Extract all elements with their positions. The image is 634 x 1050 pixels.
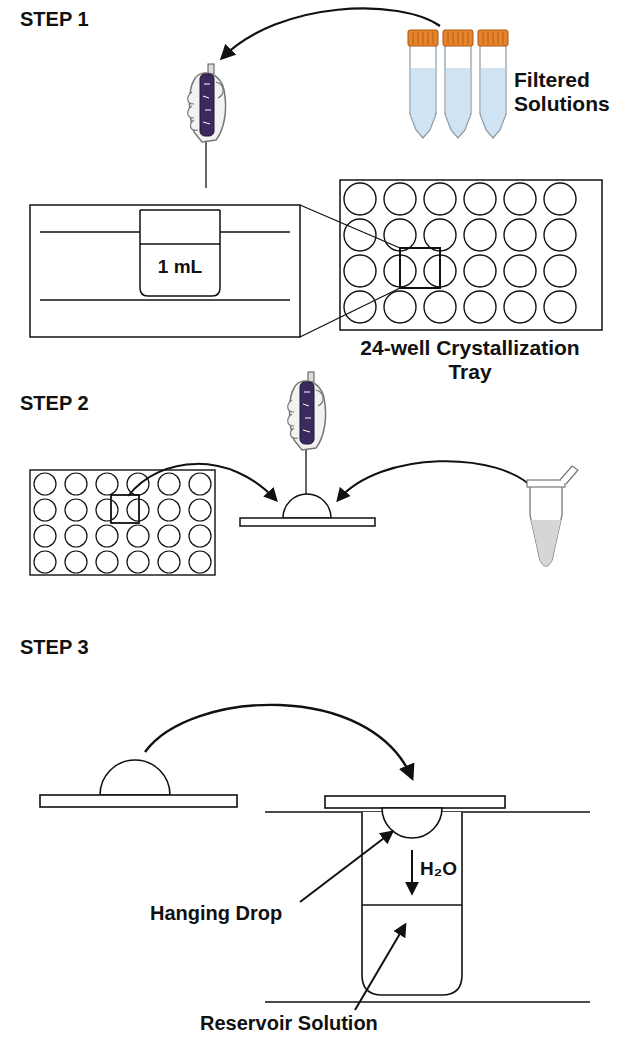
part-label: Hanging Drop	[150, 902, 330, 925]
transfer-arrow	[338, 461, 535, 500]
tray-well	[65, 551, 87, 573]
tray-well	[504, 219, 536, 251]
reservoir-level	[362, 904, 462, 905]
leader-arrow	[355, 925, 405, 1010]
tray-well	[424, 291, 456, 323]
tube	[408, 30, 438, 138]
zoom-line	[300, 205, 400, 248]
tube	[478, 30, 508, 138]
volume-label: 1 mL	[142, 256, 218, 278]
tray-well	[158, 473, 180, 495]
highlight-square	[111, 495, 139, 523]
tray-well	[544, 255, 576, 287]
molecule-label: H₂O	[420, 858, 480, 880]
well	[140, 210, 220, 296]
tray-well	[96, 525, 118, 547]
drop	[100, 760, 170, 795]
tray-well	[65, 525, 87, 547]
tray-well	[127, 499, 149, 521]
tray-well	[424, 219, 456, 251]
coverslip	[40, 795, 237, 807]
small-tray	[30, 470, 215, 575]
tray-well	[189, 499, 211, 521]
tray-well	[464, 219, 496, 251]
transfer-arrow	[222, 8, 440, 58]
tray-well	[127, 551, 149, 573]
pipette-hand	[288, 372, 326, 496]
tray-well	[384, 183, 416, 215]
highlight-square	[400, 248, 440, 288]
solutions-label: Filtered Solutions	[514, 68, 630, 116]
tray-well	[544, 183, 576, 215]
tray-well	[189, 525, 211, 547]
tray-well	[96, 499, 118, 521]
tray-well	[464, 291, 496, 323]
coverslip	[325, 796, 505, 808]
tray-well	[158, 525, 180, 547]
tray-well	[384, 291, 416, 323]
tray-well	[96, 473, 118, 495]
tray-well	[384, 219, 416, 251]
zoom-line	[300, 288, 400, 337]
tray-well	[464, 255, 496, 287]
microtube	[527, 466, 578, 566]
flip-arrow	[145, 705, 412, 778]
tray-well	[504, 291, 536, 323]
drop	[283, 494, 331, 518]
tray-well	[65, 473, 87, 495]
tray-well	[189, 551, 211, 573]
tray-well	[344, 183, 376, 215]
tray-well	[544, 219, 576, 251]
tray-well	[34, 473, 56, 495]
transfer-arrow	[128, 464, 276, 500]
tray-well	[504, 183, 536, 215]
tray-well	[544, 291, 576, 323]
tube	[443, 30, 473, 138]
tray-well	[65, 499, 87, 521]
inset-box	[30, 205, 300, 337]
reservoir-well	[362, 812, 462, 995]
tray-well	[424, 183, 456, 215]
tray-well	[464, 183, 496, 215]
tray-well	[34, 551, 56, 573]
tray-well	[34, 525, 56, 547]
tray-well	[158, 499, 180, 521]
tray-well	[504, 255, 536, 287]
tray-well	[127, 525, 149, 547]
step-heading: STEP 2	[20, 392, 140, 415]
tray-well	[34, 499, 56, 521]
tray-well	[189, 473, 211, 495]
pipette-hand	[188, 64, 226, 188]
tray-well	[96, 551, 118, 573]
part-label: Reservoir Solution	[200, 1012, 430, 1035]
crystallization-tray	[340, 180, 602, 330]
tray-label: 24-well Crystallization Tray	[350, 336, 590, 384]
vapor-arrow	[411, 850, 413, 893]
tray-well	[344, 255, 376, 287]
coverslip	[240, 518, 375, 526]
leader-arrow	[300, 832, 392, 902]
step-heading: STEP 3	[20, 636, 140, 659]
step-heading: STEP 1	[20, 8, 140, 31]
tray-well	[158, 551, 180, 573]
